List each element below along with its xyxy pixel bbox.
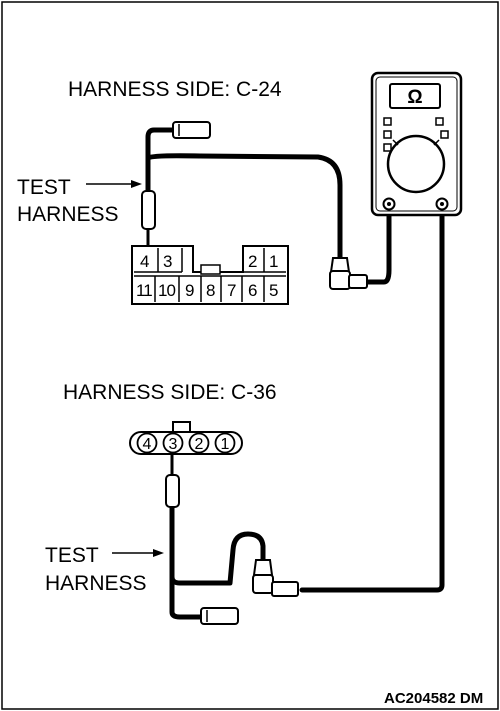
c36-pin: 4 xyxy=(143,436,152,453)
upper-test-harness-wire xyxy=(145,127,176,193)
ohmmeter-icon: Ω xyxy=(370,71,463,217)
c36-pin: 2 xyxy=(195,436,204,453)
upper-probe-wire xyxy=(145,153,343,261)
c24-pin: 1 xyxy=(269,252,278,271)
lower-probe-tip xyxy=(165,454,180,508)
c24-pin: 9 xyxy=(185,281,194,300)
lower-plug xyxy=(200,607,239,625)
arrow-upper xyxy=(86,180,142,188)
test-harness-upper-line2: HARNESS xyxy=(17,203,119,226)
c24-pin: 6 xyxy=(248,281,257,300)
c36-label: HARNESS SIDE: C-36 xyxy=(63,381,277,404)
c24-lock-tab xyxy=(200,264,221,275)
c24-pin: 3 xyxy=(163,252,172,271)
meter-lead-right xyxy=(299,204,445,593)
lower-test-harness-wire-b xyxy=(169,572,205,620)
lower-test-harness-wire-a xyxy=(169,502,266,586)
wires xyxy=(145,127,445,620)
c24-connector: 4 3 2 1 11 10 9 8 7 6 5 xyxy=(131,245,289,305)
meter-display xyxy=(389,83,441,109)
meter-lead-left xyxy=(360,204,392,285)
meter-probe-right xyxy=(252,559,299,597)
arrow-lower xyxy=(112,549,164,557)
upper-probe-tip xyxy=(141,190,156,248)
ohm-symbol: Ω xyxy=(407,87,422,108)
c24-pin: 8 xyxy=(206,281,215,300)
c24-pin: 10 xyxy=(158,281,175,300)
c24-pin: 11 xyxy=(136,281,152,300)
c36-pin: 3 xyxy=(169,436,178,453)
c24-pin: 4 xyxy=(140,252,149,271)
meter-probe-left xyxy=(329,257,368,290)
test-harness-lower-line1: TEST xyxy=(45,544,99,567)
c24-pin: 2 xyxy=(248,252,257,271)
test-harness-upper-line1: TEST xyxy=(17,176,71,199)
test-harness-lower-line2: HARNESS xyxy=(45,572,147,595)
c36-pin: 1 xyxy=(221,436,230,453)
c24-pin: 5 xyxy=(269,281,278,300)
meter-dial xyxy=(386,134,446,194)
c24-label: HARNESS SIDE: C-24 xyxy=(68,78,282,101)
c24-pin: 7 xyxy=(227,281,236,300)
upper-plug xyxy=(172,121,211,139)
c36-connector: 4 3 2 1 xyxy=(129,421,243,455)
figure-code: AC204582 DM xyxy=(384,690,483,707)
